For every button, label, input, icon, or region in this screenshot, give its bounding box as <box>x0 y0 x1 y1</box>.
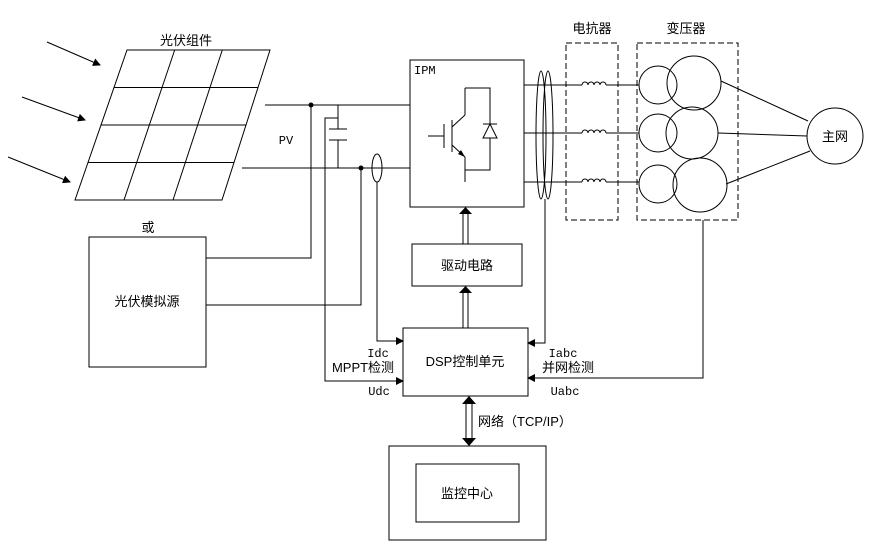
transformer-windings <box>638 55 728 213</box>
reactor-coils <box>581 81 607 183</box>
iabc-label: Iabc <box>549 347 578 361</box>
grid-lines <box>717 80 811 185</box>
dsp-box <box>402 327 529 397</box>
ipm-label: IPM <box>414 64 436 78</box>
driver-label: 驱动电路 <box>441 258 493 273</box>
arrow-head <box>459 286 472 293</box>
monitor-outer-box <box>388 445 547 541</box>
pv-label: PV <box>279 134 294 148</box>
primary-winding <box>638 164 678 204</box>
inductor-coil <box>581 81 607 86</box>
emitter-arrow <box>458 150 465 157</box>
uabc-label: Uabc <box>551 385 580 399</box>
transformer-box <box>636 42 739 221</box>
sun-ray-arrow <box>46 41 101 66</box>
iabc-current-sensor <box>535 70 547 200</box>
dsp-label: DSP控制单元 <box>426 354 505 369</box>
idc-sense-wire <box>376 182 404 345</box>
mppt-detect-label: MPPT检测 <box>332 360 394 375</box>
grid-phase-wire <box>717 132 808 137</box>
reactor-box <box>565 42 619 221</box>
monitor-label: 监控中心 <box>441 486 493 501</box>
driver-to-ipm-arrow <box>459 207 472 244</box>
inductor-coil <box>581 129 607 134</box>
sun-ray-arrow <box>21 96 86 122</box>
pv-simulator-box <box>88 236 207 368</box>
simulator-negative-wire <box>206 168 362 306</box>
main-grid-circle <box>806 107 864 165</box>
main-grid-label: 主网 <box>822 129 848 144</box>
or-label: 或 <box>141 220 154 235</box>
diode-bottom-wire <box>465 138 491 171</box>
sun-ray-arrow <box>7 156 71 184</box>
grid-phase-wire <box>720 80 809 122</box>
pv-panel-grid <box>74 49 271 201</box>
primary-winding <box>638 113 678 153</box>
network-label: 网络（TCP/IP） <box>478 414 572 429</box>
idc-label: Idc <box>367 347 389 361</box>
secondary-winding <box>672 157 728 213</box>
arrow-head <box>462 396 476 404</box>
grid-detect-label: 并网检测 <box>542 360 594 375</box>
inductor-coil <box>581 178 607 183</box>
uabc-sense-wire <box>527 220 704 382</box>
driver-box <box>411 243 523 287</box>
network-bidirectional-arrow <box>462 396 476 446</box>
simulator-positive-wire <box>206 105 312 259</box>
grid-phase-wire <box>725 150 811 185</box>
iabc-sense-wire <box>527 199 546 347</box>
diode-triangle <box>482 122 498 139</box>
diode-top-wire <box>465 87 491 124</box>
reactor-label: 电抗器 <box>572 21 611 36</box>
monitor-inner-box <box>415 463 520 523</box>
secondary-winding <box>666 55 722 111</box>
udc-label: Udc <box>368 385 390 399</box>
ac-output-lines <box>524 84 639 183</box>
arrow-head <box>459 207 472 214</box>
pv-array-label: 光伏组件 <box>160 33 212 48</box>
udc-sense-wire <box>324 117 404 385</box>
arrow-head <box>462 438 476 446</box>
pv-simulator-label: 光伏模拟源 <box>114 294 179 309</box>
primary-winding <box>638 65 678 105</box>
collector-line <box>451 114 466 128</box>
sunlight-arrows <box>7 41 101 184</box>
pv-panel-outline <box>74 49 271 201</box>
dc-capacitor <box>329 105 347 168</box>
transformer-label: 变压器 <box>666 21 705 36</box>
iabc-current-sensor <box>542 70 554 200</box>
dsp-to-driver-arrow <box>459 286 472 328</box>
